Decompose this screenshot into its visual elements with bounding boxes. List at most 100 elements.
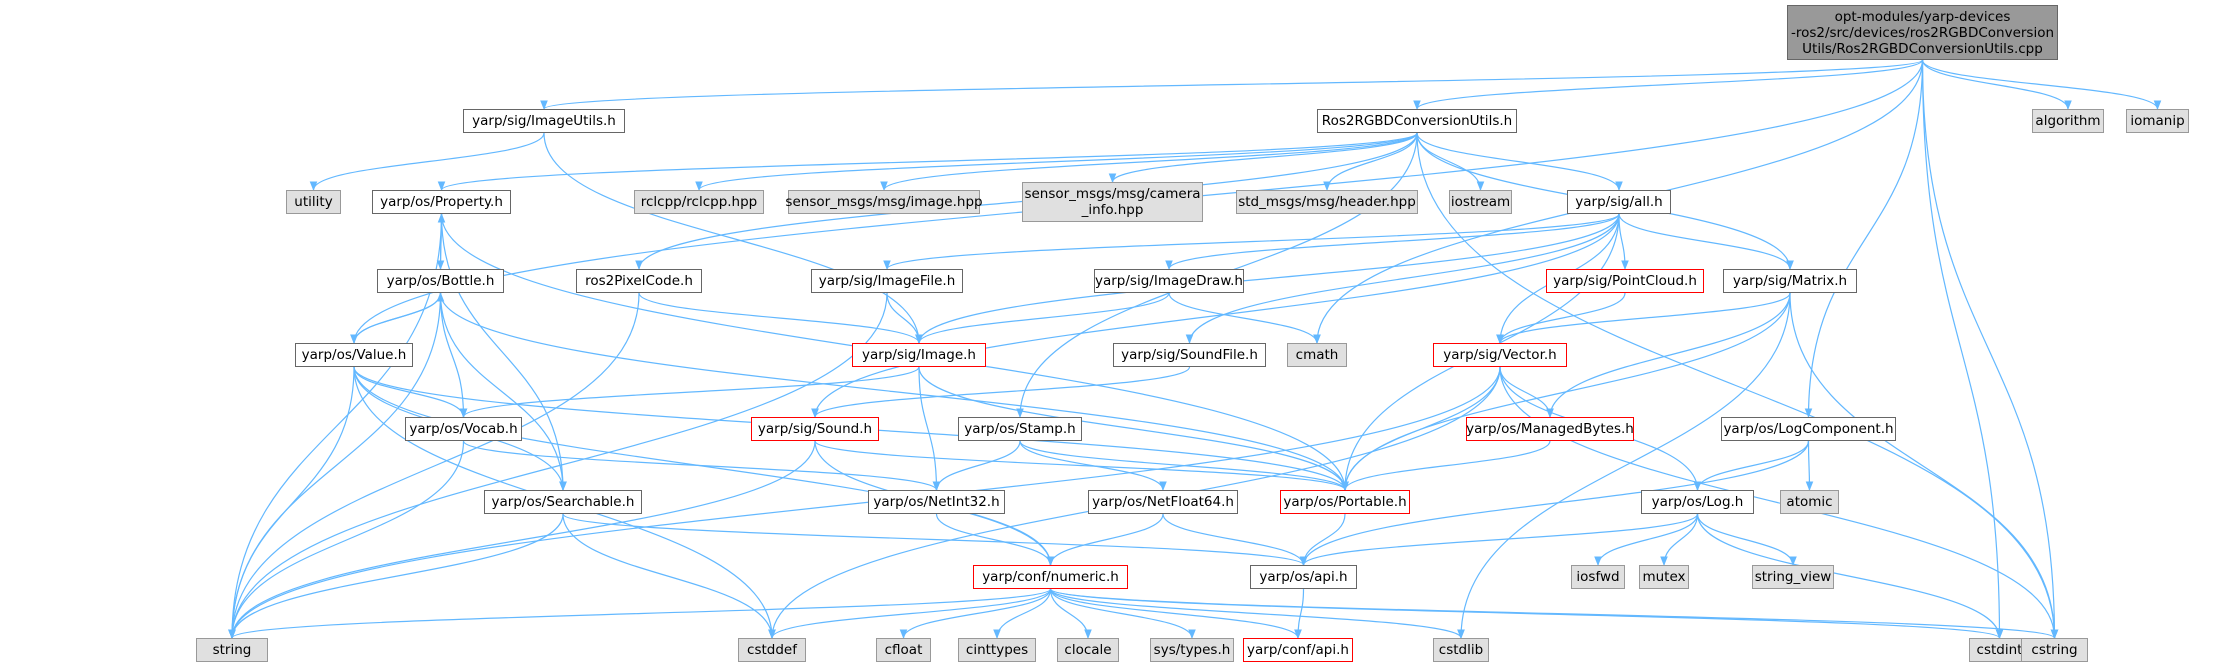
edge-convutils-to-sigall: [1416, 132, 1623, 191]
edge-convutils-to-iostream: [1416, 132, 1485, 191]
node-imagedraw[interactable]: yarp/sig/ImageDraw.h: [1094, 269, 1244, 293]
node-netint32[interactable]: yarp/os/NetInt32.h: [868, 490, 1005, 514]
edge-stamp-to-netfloat64: [1019, 440, 1167, 491]
node-cfloat[interactable]: cfloat: [876, 638, 931, 662]
node-pointcloud[interactable]: yarp/sig/PointCloud.h: [1546, 269, 1704, 293]
edge-logcomponent-to-osapi: [1299, 440, 1810, 566]
edge-image-to-netint32: [918, 366, 941, 491]
node-utility[interactable]: utility: [286, 190, 341, 214]
node-log[interactable]: yarp/os/Log.h: [1641, 490, 1754, 514]
node-algorithm[interactable]: algorithm: [2032, 109, 2104, 133]
edge-numeric-to-cstdlib: [1049, 588, 1465, 639]
edge-convutils-to-property: [437, 132, 1418, 191]
node-cstdlib[interactable]: cstdlib: [1433, 638, 1489, 662]
node-clocale[interactable]: clocale: [1057, 638, 1119, 662]
node-soundfile[interactable]: yarp/sig/SoundFile.h: [1113, 343, 1266, 367]
node-vector[interactable]: yarp/sig/Vector.h: [1433, 343, 1567, 367]
edge-pixelcode-to-string: [228, 292, 640, 639]
node-cstring[interactable]: cstring: [2021, 638, 2088, 662]
node-cinttypes[interactable]: cinttypes: [958, 638, 1036, 662]
edge-value-to-vocab: [353, 366, 468, 418]
node-iostream[interactable]: iostream: [1449, 190, 1512, 214]
node-value[interactable]: yarp/os/Value.h: [295, 343, 413, 367]
edge-convutils-to-header: [1323, 132, 1418, 191]
edge-log-to-osapi: [1299, 513, 1699, 566]
edge-imagefile-to-image: [886, 292, 923, 344]
edge-sound-to-string: [228, 440, 816, 639]
node-header[interactable]: std_msgs/msg/header.hpp: [1236, 190, 1418, 214]
edge-logcomponent-to-log: [1693, 440, 1810, 491]
node-numeric[interactable]: yarp/conf/numeric.h: [973, 565, 1128, 589]
edge-sigall-to-matrix: [1618, 213, 1794, 270]
edge-imagedraw-to-image: [915, 292, 1170, 344]
edge-imagedraw-to-cmath: [1168, 292, 1321, 344]
node-systypes[interactable]: sys/types.h: [1150, 638, 1234, 662]
node-stringview[interactable]: string_view: [1752, 565, 1834, 589]
edge-numeric-to-cfloat: [899, 588, 1052, 639]
node-imagefile[interactable]: yarp/sig/ImageFile.h: [811, 269, 963, 293]
node-string[interactable]: string: [196, 638, 268, 662]
node-convutils[interactable]: Ros2RGBDConversionUtils.h: [1317, 109, 1517, 133]
node-imageutils[interactable]: yarp/sig/ImageUtils.h: [463, 109, 625, 133]
node-matrix[interactable]: yarp/sig/Matrix.h: [1723, 269, 1857, 293]
edge-convutils-to-sensorimage: [880, 132, 1418, 191]
edge-matrix-to-managedbytes: [1546, 292, 1791, 418]
edge-numeric-to-clocale: [1049, 588, 1092, 639]
edge-value-to-bottle: [353, 292, 445, 344]
node-confapi[interactable]: yarp/conf/api.h: [1243, 638, 1353, 662]
node-mutex[interactable]: mutex: [1639, 565, 1689, 589]
node-pixelcode[interactable]: ros2PixelCode.h: [576, 269, 702, 293]
node-managedbytes[interactable]: yarp/os/ManagedBytes.h: [1466, 417, 1634, 441]
edge-numeric-to-cstdint: [1049, 588, 2004, 639]
edge-sigall-to-sound: [811, 213, 1620, 418]
edge-matrix-to-vector: [1496, 292, 1791, 344]
edge-sound-to-portable: [814, 440, 1349, 491]
edge-convutils-to-cstring: [1416, 132, 2059, 639]
node-osapi[interactable]: yarp/os/api.h: [1250, 565, 1357, 589]
node-atomic[interactable]: atomic: [1780, 490, 1839, 514]
node-camerainfo[interactable]: sensor_msgs/msg/camera _info.hpp: [1022, 182, 1203, 222]
node-stamp[interactable]: yarp/os/Stamp.h: [958, 417, 1082, 441]
node-sigall[interactable]: yarp/sig/all.h: [1567, 190, 1671, 214]
node-netfloat64[interactable]: yarp/os/NetFloat64.h: [1088, 490, 1238, 514]
node-sound[interactable]: yarp/sig/Sound.h: [751, 417, 879, 441]
edge-imageutils-to-utility: [309, 132, 545, 191]
edge-numeric-to-systypes: [1049, 588, 1196, 639]
node-searchable[interactable]: yarp/os/Searchable.h: [484, 490, 642, 514]
edge-pixelcode-to-image: [638, 292, 923, 344]
node-vocab[interactable]: yarp/os/Vocab.h: [405, 417, 522, 441]
edge-netfloat64-to-osapi: [1162, 513, 1308, 566]
node-sensorimage[interactable]: sensor_msgs/msg/image.hpp: [785, 190, 983, 214]
edge-vector-to-portable: [1341, 366, 1501, 491]
node-cmath[interactable]: cmath: [1287, 343, 1347, 367]
node-cstddef[interactable]: cstddef: [738, 638, 806, 662]
edge-numeric-to-cstring: [1049, 588, 2058, 639]
node-rclcpp[interactable]: rclcpp/rclcpp.hpp: [634, 190, 764, 214]
node-cstdint[interactable]: cstdint: [1969, 638, 2030, 662]
node-iosfwd[interactable]: iosfwd: [1571, 565, 1625, 589]
edge-searchable-to-cstddef: [562, 513, 776, 639]
edge-netfloat64-to-numeric: [1046, 513, 1164, 566]
edge-bottle-to-property: [437, 213, 446, 270]
node-property[interactable]: yarp/os/Property.h: [372, 190, 511, 214]
edge-logcomponent-to-atomic: [1805, 440, 1814, 491]
edge-log-to-mutex: [1660, 513, 1699, 566]
node-image[interactable]: yarp/sig/Image.h: [852, 343, 986, 367]
edge-numeric-to-confapi: [1049, 588, 1302, 639]
edge-managedbytes-to-portable: [1341, 440, 1551, 491]
edge-root-to-imageutils: [540, 59, 1924, 110]
edge-log-to-cstdint: [1696, 513, 2004, 639]
edge-imageutils-to-image: [543, 132, 923, 344]
edge-numeric-to-cinttypes: [993, 588, 1052, 639]
edge-matrix-to-portable: [1341, 292, 1791, 491]
edge-stamp-to-portable: [1019, 440, 1349, 491]
node-iomanip[interactable]: iomanip: [2126, 109, 2189, 133]
edge-root-to-cstring: [1921, 59, 2059, 639]
edge-root-to-logcomponent: [1804, 59, 1924, 418]
node-portable[interactable]: yarp/os/Portable.h: [1280, 490, 1410, 514]
edge-log-to-stringview: [1696, 513, 1797, 566]
node-bottle[interactable]: yarp/os/Bottle.h: [377, 269, 504, 293]
edge-imagefile-to-string: [228, 292, 888, 639]
edge-bottle-to-portable: [439, 292, 1349, 491]
node-logcomponent[interactable]: yarp/os/LogComponent.h: [1721, 417, 1896, 441]
